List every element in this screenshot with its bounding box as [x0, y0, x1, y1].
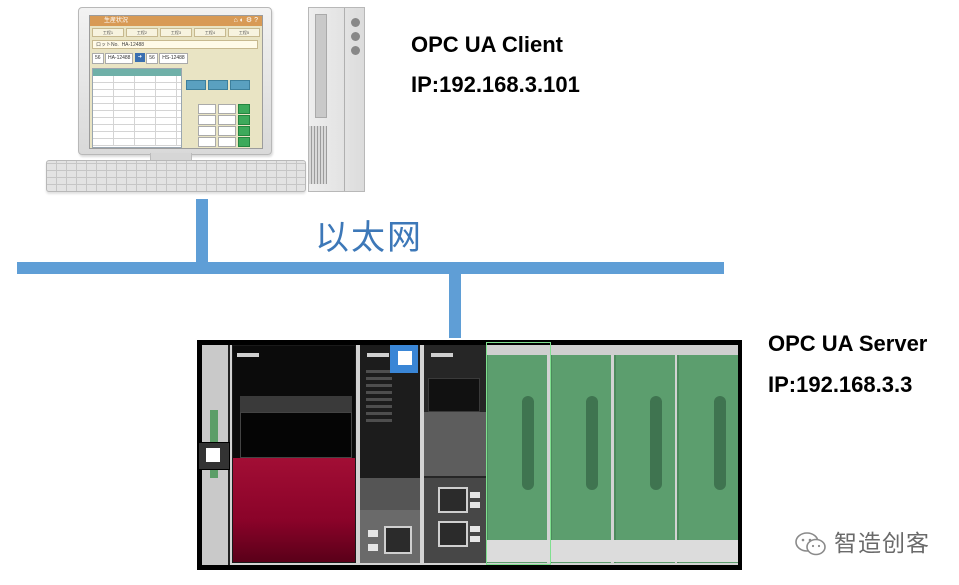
ethernet-port-1	[438, 487, 468, 513]
watermark-text: 智造创客	[834, 531, 930, 557]
lot-label: ロットNo.	[96, 42, 119, 48]
cpu-led-panel	[366, 368, 392, 426]
io-slot	[522, 396, 534, 490]
screen-value	[218, 115, 236, 125]
io-module-selection	[486, 342, 551, 565]
tower-button-icon	[351, 32, 360, 41]
module-label-plate	[237, 353, 259, 357]
ethernet-port-2	[438, 521, 468, 547]
screen-table	[92, 68, 182, 148]
keyboard	[46, 160, 306, 192]
screen-ok-badge	[238, 104, 250, 114]
screen-tab: 工程3	[160, 28, 192, 37]
network-module-display	[428, 378, 480, 412]
screen-tab: 工程4	[194, 28, 226, 37]
drive-bay	[315, 14, 327, 118]
cpu-connector	[368, 530, 378, 537]
port-connector	[470, 502, 480, 508]
power-supply-cover	[240, 412, 352, 458]
io-module	[614, 345, 675, 563]
screen-ok-badge	[238, 137, 250, 147]
screen-value	[198, 126, 216, 136]
screen-status-panel	[184, 68, 260, 147]
port-connector	[470, 526, 480, 532]
client-name: OPC UA Client	[411, 32, 563, 57]
ethernet-label: 以太网	[315, 218, 423, 258]
cpu-marker-icon	[398, 351, 412, 365]
screen-tab: 工程5	[228, 28, 260, 37]
screen-value	[218, 104, 236, 114]
screen-tabs: 工程1 工程2 工程3 工程4 工程5	[90, 28, 262, 37]
ethernet-drop-client	[196, 199, 208, 269]
io-slot	[586, 396, 598, 490]
screen-title: 生産状況	[104, 18, 129, 24]
power-button-icon	[351, 18, 360, 27]
module-label-plate	[367, 353, 389, 357]
right-no-value: 56	[146, 53, 158, 64]
pc-screen: 生産状況 ⌂ ◐ ⚙ ? 工程1 工程2 工程3 工程4 工程5 ロットNo. …	[89, 15, 263, 149]
screen-ok-badge	[238, 126, 250, 136]
io-module	[486, 345, 547, 563]
screen-button	[186, 80, 206, 90]
server-name: OPC UA Server	[768, 331, 928, 356]
tower-vent	[309, 126, 327, 184]
screen-number-row: 56 HA-12488 ➜ 56 HS-12488	[92, 53, 258, 64]
screen-button	[230, 80, 250, 90]
screen-table-header	[93, 69, 181, 76]
port-connector	[470, 492, 480, 498]
screen-value	[198, 115, 216, 125]
power-supply-red-panel	[233, 458, 355, 562]
screen-value	[218, 126, 236, 136]
screen-tab: 工程1	[92, 28, 124, 37]
io-module	[550, 345, 611, 563]
pc-monitor: 生産状況 ⌂ ◐ ⚙ ? 工程1 工程2 工程3 工程4 工程5 ロットNo. …	[78, 7, 272, 155]
screen-ok-badge	[238, 115, 250, 125]
cpu-connector	[368, 544, 378, 551]
screen-toolbar-icons: ⌂ ◐ ⚙ ?	[233, 17, 258, 24]
tower-button-icon	[351, 46, 360, 55]
screen-tab: 工程2	[126, 28, 158, 37]
module-label-plate	[431, 353, 453, 357]
io-slot	[650, 396, 662, 490]
screen-value	[218, 137, 236, 147]
screen-title-bar: 生産状況 ⌂ ◐ ⚙ ?	[90, 16, 262, 26]
ethernet-bus	[17, 262, 724, 274]
io-top-strip	[486, 345, 738, 355]
right-code-value: HS-12488	[159, 53, 188, 64]
io-slot	[714, 396, 726, 490]
arrow-right-icon: ➜	[134, 53, 145, 62]
left-code-value: HA-12488	[104, 53, 134, 64]
left-no-value: 56	[92, 53, 104, 64]
pc-tower	[308, 7, 365, 192]
io-module	[677, 345, 738, 563]
wechat-icon	[794, 531, 828, 557]
screen-value	[198, 137, 216, 147]
rack-end-marker-icon	[206, 448, 220, 462]
server-ip: IP:192.168.3.3	[768, 372, 913, 397]
cpu-ethernet-port	[384, 526, 412, 554]
client-ip: IP:192.168.3.101	[411, 72, 580, 97]
port-connector	[470, 536, 480, 542]
io-bottom-strip	[486, 540, 738, 562]
screen-lot-bar: ロットNo. HA-12488	[92, 40, 258, 49]
lot-value: HA-12488	[121, 42, 145, 48]
ethernet-drop-server	[449, 272, 461, 338]
screen-value	[198, 104, 216, 114]
screen-button	[208, 80, 228, 90]
